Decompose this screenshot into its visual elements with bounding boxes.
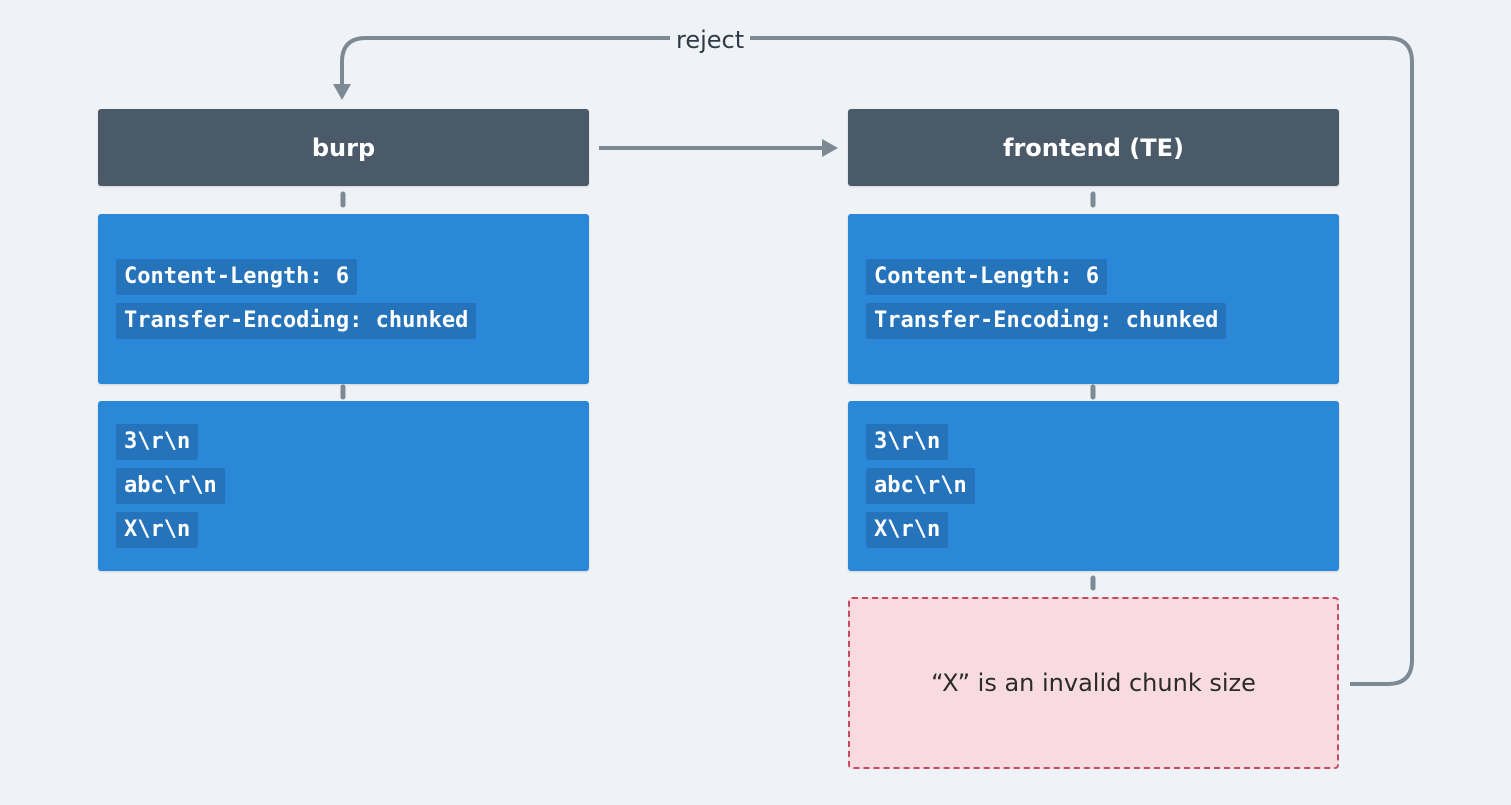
burp-header-content-length: Content-Length: 6 bbox=[116, 259, 358, 295]
frontend-body-line: abc\r\n bbox=[866, 468, 975, 504]
burp-body-line: abc\r\n bbox=[116, 468, 225, 504]
arrow-burp-to-frontend-head bbox=[822, 139, 838, 157]
error-message: “X” is an invalid chunk size bbox=[931, 669, 1256, 697]
burp-body-line: 3\r\n bbox=[116, 424, 199, 460]
frontend-header-transfer-encoding: Transfer-Encoding: chunked bbox=[866, 303, 1227, 339]
burp-headers-block: Content-Length: 6 Transfer-Encoding: chu… bbox=[98, 214, 589, 384]
burp-body-block: 3\r\n abc\r\n X\r\n bbox=[98, 401, 589, 571]
reject-loop-arrowhead bbox=[333, 84, 351, 100]
reject-label: reject bbox=[670, 25, 751, 55]
frontend-headers-block: Content-Length: 6 Transfer-Encoding: chu… bbox=[848, 214, 1339, 384]
frontend-body-line: X\r\n bbox=[866, 512, 949, 548]
burp-node-title: burp bbox=[311, 133, 376, 162]
burp-node-header: burp bbox=[98, 109, 589, 186]
frontend-body-line: 3\r\n bbox=[866, 424, 949, 460]
frontend-node-title: frontend (TE) bbox=[1003, 133, 1184, 162]
burp-header-transfer-encoding: Transfer-Encoding: chunked bbox=[116, 303, 477, 339]
frontend-body-block: 3\r\n abc\r\n X\r\n bbox=[848, 401, 1339, 571]
frontend-header-content-length: Content-Length: 6 bbox=[866, 259, 1108, 295]
invalid-chunk-error-box: “X” is an invalid chunk size bbox=[848, 597, 1339, 769]
frontend-node-header: frontend (TE) bbox=[848, 109, 1339, 186]
burp-body-line: X\r\n bbox=[116, 512, 199, 548]
